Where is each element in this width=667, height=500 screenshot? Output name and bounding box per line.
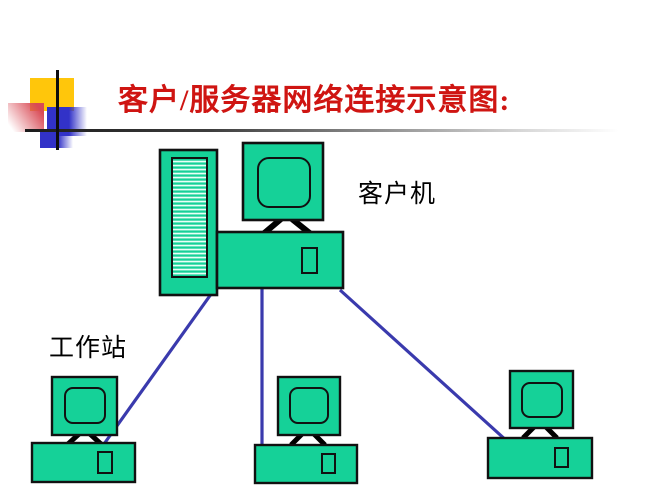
decoration-vertical-line: [56, 70, 59, 150]
workstation-middle: [253, 375, 359, 485]
network-cables: [102, 286, 510, 446]
workstation-left-system-unit: [30, 441, 137, 484]
slide-title: 客户/服务器网络连接示意图:: [118, 84, 511, 117]
client-machine: [215, 141, 345, 290]
label-workstation: 工作站: [49, 335, 128, 362]
workstation-middle-drive-slot: [321, 453, 336, 474]
workstation-right-drive-slot: [554, 447, 569, 468]
client-monitor-screen: [257, 157, 311, 208]
client-drive-slot: [301, 247, 318, 274]
decoration-pink-square: [8, 103, 44, 132]
title-underline: [25, 129, 637, 132]
cable-to-left-workstation: [102, 289, 216, 445]
label-client-machine: 客户机: [358, 181, 437, 208]
workstation-left-screen: [64, 387, 106, 424]
workstation-right-screen: [521, 382, 563, 418]
workstation-middle-screen: [289, 387, 329, 424]
workstation-right-system-unit: [486, 436, 594, 480]
server-tower-vents: [171, 157, 208, 278]
server-tower: [158, 148, 219, 297]
workstation-left-drive-slot: [97, 451, 113, 474]
workstation-left: [30, 375, 137, 484]
workstation-right: [486, 369, 594, 480]
workstation-middle-system-unit: [253, 443, 359, 485]
client-system-unit: [215, 230, 345, 290]
cable-to-right-workstation: [338, 288, 510, 444]
